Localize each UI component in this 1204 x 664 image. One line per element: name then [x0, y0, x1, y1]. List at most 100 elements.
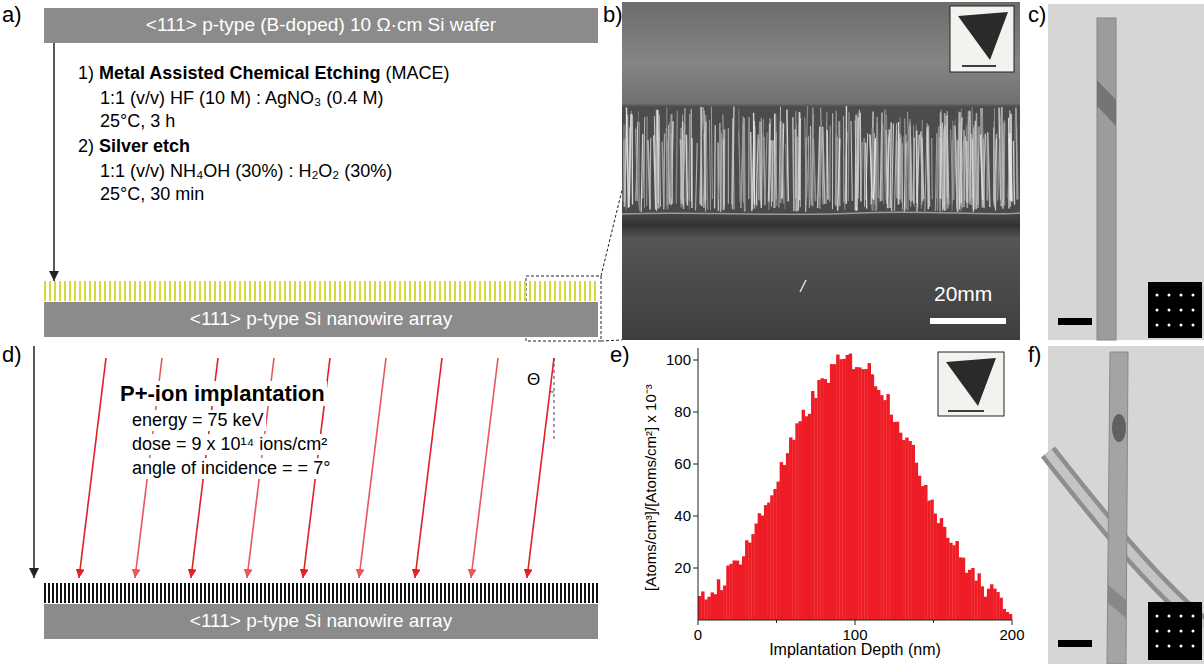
nanowire-trace: [763, 137, 765, 205]
nanowire-trace: [876, 117, 877, 212]
histogram-bar: [773, 489, 776, 620]
histogram-bar: [833, 364, 836, 620]
nanowire-trace: [906, 141, 907, 208]
tem-background: [1048, 4, 1204, 340]
process-arrow: [53, 43, 55, 281]
axis-title: Implantation Depth (nm): [769, 641, 941, 659]
nanowire-array-bar: <111> p-type Si nanowire array: [44, 281, 598, 337]
diffraction-spot: [1192, 630, 1195, 633]
tick-label: 200: [999, 626, 1024, 643]
nanowire-trace: [845, 106, 847, 204]
nanowire-trace: [769, 118, 771, 203]
histogram-bar: [883, 400, 886, 620]
nanowire-trace: [646, 116, 647, 205]
nanowire-trace: [683, 125, 685, 201]
histogram-bar: [987, 589, 990, 620]
histogram-bar: [893, 422, 896, 620]
tick-label: 20: [674, 559, 691, 576]
tem-image: [1048, 4, 1204, 340]
nanowire-trace: [666, 107, 667, 210]
nanowire-trace: [629, 114, 631, 207]
nanowire-trace: [676, 110, 677, 203]
nanowire-trace: [860, 113, 862, 202]
tick-label: 80: [674, 403, 691, 420]
nanowire-trace: [807, 135, 809, 198]
parameter-text: angle of incidence = = 7°: [130, 458, 332, 479]
histogram-bar: [802, 410, 805, 620]
diffraction-spot: [1180, 324, 1183, 327]
histogram-bar: [805, 416, 808, 620]
histogram-bar: [949, 543, 952, 620]
parameter-text: energy = 75 keV: [130, 410, 266, 431]
histogram-bar: [930, 500, 933, 620]
angle-symbol: Θ: [527, 370, 540, 390]
ion-beam-arrow: [415, 358, 442, 578]
nanowire-trace: [944, 125, 946, 210]
histogram-bar: [965, 573, 968, 620]
inset-scale-bar: [948, 410, 984, 412]
wafer-bar: <111> p-type (B-doped) 10 Ω·cm Si wafer: [44, 8, 598, 43]
histogram-bar: [974, 581, 977, 620]
y-tick: [693, 568, 698, 569]
nanowire-trace: [759, 121, 760, 200]
histogram-bar: [880, 395, 883, 620]
nanowire-trace: [775, 132, 776, 208]
sem-background: [622, 2, 1020, 340]
nanowire-trace: [805, 117, 806, 204]
nanowire-array-bar: <111> p-type Si nanowire array: [44, 583, 598, 639]
contrast-band: [1108, 585, 1126, 618]
nanowire-trace: [913, 126, 915, 207]
step-number: 1): [78, 63, 94, 84]
histogram-bar: [789, 437, 792, 620]
diffraction-spot: [1156, 294, 1159, 297]
nanowire-trace: [975, 121, 977, 209]
diffraction-spot: [1156, 630, 1159, 633]
histogram-bar: [1003, 609, 1006, 620]
nanowire-trace: [921, 120, 922, 209]
histogram-bar: [792, 440, 795, 620]
nanowire-trace: [980, 135, 982, 200]
diffraction-spot: [1168, 324, 1171, 327]
nanowire-trace: [711, 107, 713, 199]
ion-beam-arrow: [471, 358, 498, 578]
histogram-bar: [707, 597, 710, 620]
histogram-bar: [723, 585, 726, 620]
histogram-bar: [896, 422, 899, 620]
nanowire-trace: [888, 137, 889, 198]
histogram-bar: [912, 445, 915, 620]
scale-bar-label: 20mm: [934, 282, 992, 306]
histogram-bar: [729, 564, 732, 620]
panel-letter: e): [610, 342, 630, 367]
histogram-bar: [861, 369, 864, 620]
nanowire-trace: [935, 133, 937, 211]
nanowire-trace: [851, 121, 852, 201]
diffraction-spot: [1192, 309, 1195, 312]
axis-title: [Atoms/cm³]/[Atoms/cm²] x 10⁻³: [641, 385, 658, 592]
nanowire-trace: [951, 130, 953, 200]
ion-beam-arrow: [527, 358, 554, 578]
ion-beam-arrow: [79, 358, 106, 578]
histogram-bar: [758, 513, 761, 620]
nanowire-trace: [799, 118, 801, 200]
nanowire-trace: [966, 141, 968, 203]
histogram-bar: [940, 518, 943, 620]
nanowire-trace: [890, 122, 891, 208]
nanowire-trace: [1010, 133, 1012, 201]
nanowire-trace: [978, 126, 979, 207]
nanowire-trace: [704, 122, 706, 208]
bar-label: <111> p-type (B-doped) 10 Ω·cm Si wafer: [146, 14, 496, 37]
scale-bar: [1058, 640, 1092, 647]
nanowire-trace: [756, 135, 758, 205]
histogram-bar: [736, 561, 739, 620]
nanowire-trace: [881, 135, 882, 200]
diffraction-spot: [1192, 294, 1195, 297]
wafer-piece: [958, 12, 1008, 60]
nanowire-trace: [696, 143, 698, 211]
histogram-bar: [748, 543, 751, 620]
y-tick: [693, 412, 698, 413]
nanowire-trace: [659, 115, 660, 207]
nanowire-trace: [942, 137, 944, 203]
nanowire-trace: [898, 133, 900, 199]
nanowire-trace: [739, 109, 740, 202]
